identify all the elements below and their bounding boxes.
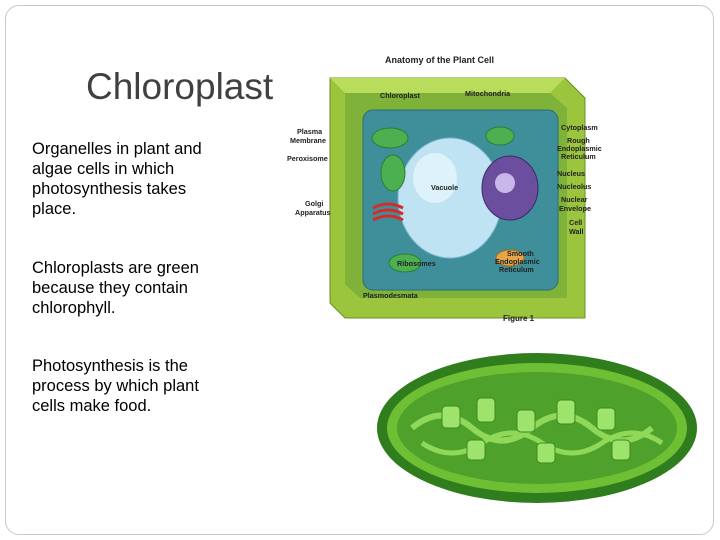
paragraph-green: Chloroplasts are green because they cont… xyxy=(32,259,199,317)
mitochondria-shape xyxy=(495,249,525,267)
label-smooth-er: Smooth xyxy=(507,249,534,258)
label-ribosomes: Ribosomes xyxy=(397,259,436,268)
label-plasma-membrane: Plasma xyxy=(297,127,323,136)
label-golgi: Golgi xyxy=(305,199,323,208)
golgi-shape xyxy=(372,202,404,222)
label-rough-er-2: Endoplasmic xyxy=(557,144,602,153)
grana-stacks xyxy=(441,397,631,464)
label-smooth-er-3: Reticulum xyxy=(499,265,534,274)
chloroplast-shape xyxy=(371,127,409,149)
diagram-heading: Anatomy of the Plant Cell xyxy=(385,55,494,65)
slide-title: Chloroplast xyxy=(86,66,274,107)
paragraph-photosynthesis: Photosynthesis is the process by which p… xyxy=(32,357,199,415)
label-nuclear-envelope: Nuclear xyxy=(561,195,588,204)
label-nuclear-envelope-2: Envelope xyxy=(559,204,591,213)
label-golgi-2: Apparatus xyxy=(295,208,331,217)
label-mitochondria: Mitochondria xyxy=(465,89,511,98)
figure-caption: Figure 1 xyxy=(503,314,535,323)
label-nucleolus: Nucleolus xyxy=(557,182,591,191)
label-chloroplast: Chloroplast xyxy=(380,91,421,100)
label-plasmodesmata: Plasmodesmata xyxy=(363,291,419,300)
label-peroxisome: Peroxisome xyxy=(287,154,328,163)
label-cytoplasm: Cytoplasm xyxy=(561,123,598,132)
cell-wall-top xyxy=(330,78,565,93)
label-plasma-membrane-2: Membrane xyxy=(290,136,326,145)
plant-cell-diagram: Anatomy of the Plant Cell Plasma Membran… xyxy=(287,55,602,323)
nucleolus-shape xyxy=(495,173,515,193)
label-rough-er-3: Reticulum xyxy=(561,152,596,161)
label-vacuole: Vacuole xyxy=(431,183,458,192)
label-cell-wall: Cell xyxy=(569,218,582,227)
label-rough-er: Rough xyxy=(567,136,590,145)
chloroplast-illustration xyxy=(377,353,697,503)
paragraph-definition: Organelles in plant and algae cells in w… xyxy=(32,140,202,218)
label-smooth-er-2: Endoplasmic xyxy=(495,257,540,266)
label-cell-wall-2: Wall xyxy=(569,227,584,236)
label-nucleus: Nucleus xyxy=(557,169,585,178)
